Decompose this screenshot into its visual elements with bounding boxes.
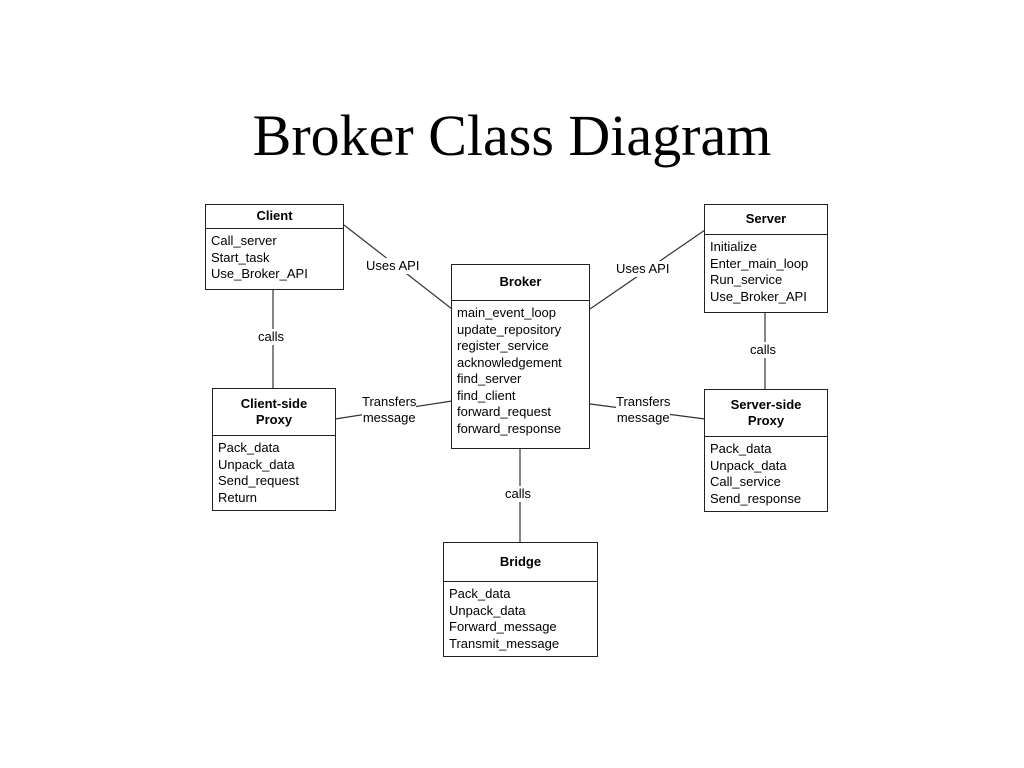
operation: Return bbox=[218, 489, 258, 505]
operation: find_client bbox=[457, 387, 516, 403]
class-client-operations: Call_server Start_task Use_Broker_API bbox=[206, 229, 343, 283]
class-server-side-proxy: Server-side Proxy Pack_data Unpack_data … bbox=[704, 389, 828, 512]
operation: Use_Broker_API bbox=[211, 266, 308, 281]
class-client-side-proxy: Client-side Proxy Pack_data Unpack_data … bbox=[212, 388, 336, 511]
operation: main_event_loop bbox=[457, 305, 557, 320]
operation: register_service bbox=[457, 338, 549, 353]
operation: Call_service bbox=[710, 474, 781, 489]
diagram-title: Broker Class Diagram bbox=[252, 103, 772, 168]
operation: Send_request bbox=[218, 473, 299, 488]
class-broker: Broker main_event_loop update_repository… bbox=[451, 264, 590, 449]
operation: Pack_data bbox=[449, 586, 511, 601]
operation: update_repository bbox=[457, 321, 562, 337]
class-client-name: Client bbox=[206, 205, 343, 229]
class-server-operations: Initialize Enter_main_loop Run_service U… bbox=[705, 235, 827, 305]
label-server-calls: calls bbox=[750, 342, 777, 358]
class-server-side-proxy-name: Server-side Proxy bbox=[705, 390, 827, 437]
label-clientproxy-broker: Transfers message bbox=[362, 394, 417, 426]
class-bridge-name: Bridge bbox=[444, 543, 597, 582]
label-client-calls: calls bbox=[258, 329, 285, 345]
class-client-side-proxy-operations: Pack_data Unpack_data Send_request Retur… bbox=[213, 436, 335, 506]
operation: Run_service bbox=[710, 272, 783, 287]
class-broker-operations: main_event_loop update_repository regist… bbox=[452, 301, 589, 437]
operation: Initialize bbox=[710, 239, 757, 254]
operation: forward_request bbox=[457, 404, 551, 419]
class-bridge-operations: Pack_data Unpack_data Forward_message Tr… bbox=[444, 582, 597, 652]
operation: Start_task bbox=[211, 249, 270, 265]
class-client: Client Call_server Start_task Use_Broker… bbox=[205, 204, 344, 290]
operation: Unpack_data bbox=[449, 602, 526, 618]
operation: Unpack_data bbox=[710, 457, 787, 473]
class-server-name: Server bbox=[705, 205, 827, 235]
operation: find_server bbox=[457, 371, 522, 386]
class-broker-name: Broker bbox=[452, 265, 589, 301]
operation: Enter_main_loop bbox=[710, 255, 809, 271]
operation: forward_response bbox=[457, 420, 562, 436]
operation: Use_Broker_API bbox=[710, 288, 807, 304]
class-bridge: Bridge Pack_data Unpack_data Forward_mes… bbox=[443, 542, 598, 657]
operation: Forward_message bbox=[449, 619, 557, 634]
operation: Pack_data bbox=[710, 441, 772, 456]
label-server-broker: Uses API bbox=[616, 261, 670, 277]
operation: Send_response bbox=[710, 490, 802, 506]
label-serverproxy-broker: Transfers message bbox=[616, 394, 671, 426]
operation: Call_server bbox=[211, 233, 277, 248]
operation: Transmit_message bbox=[449, 635, 560, 651]
operation: Unpack_data bbox=[218, 456, 295, 472]
label-broker-bridge: calls bbox=[505, 486, 532, 502]
class-server-side-proxy-operations: Pack_data Unpack_data Call_service Send_… bbox=[705, 437, 827, 507]
class-server: Server Initialize Enter_main_loop Run_se… bbox=[704, 204, 828, 313]
class-client-side-proxy-name: Client-side Proxy bbox=[213, 389, 335, 436]
operation: Pack_data bbox=[218, 440, 280, 455]
label-client-broker: Uses API bbox=[366, 258, 420, 274]
operation: acknowledgement bbox=[457, 354, 562, 370]
